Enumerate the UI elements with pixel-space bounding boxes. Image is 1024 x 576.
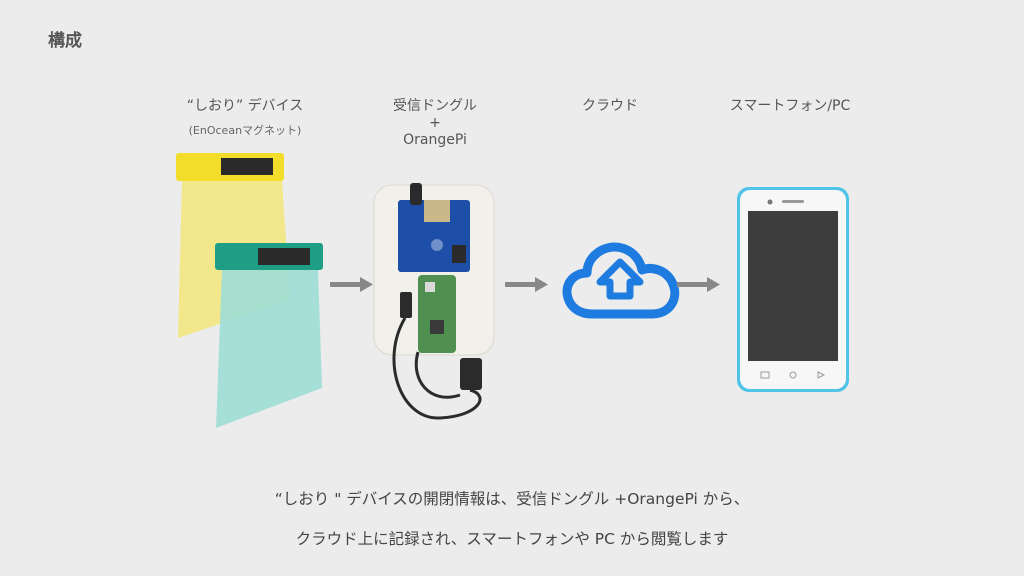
device-label-group: “しおり” デバイス (EnOceanマグネット): [150, 98, 340, 139]
phone-label: スマートフォン/PC: [729, 98, 851, 114]
slide-title: 構成: [48, 31, 82, 51]
dongle-label-group: 受信ドングル + OrangePi: [365, 98, 505, 149]
device-label: “しおり” デバイス: [186, 98, 304, 114]
green-bookmark-device: [215, 243, 323, 428]
right-arrow-icon: [330, 277, 373, 292]
right-arrow-icon: [505, 277, 548, 292]
dongle-label-line1: 受信ドングル: [393, 98, 477, 114]
caption-line2: クラウド上に記録され、スマートフォンや PC から閲覧します: [295, 530, 729, 548]
cloud-upload-icon: [562, 242, 680, 319]
right-arrow-icon: [677, 277, 720, 292]
smartphone-device: [737, 187, 849, 392]
dongle-label-line2: +: [429, 115, 441, 131]
dongle-orangepi-device: [373, 183, 495, 420]
cloud-label: クラウド: [582, 98, 638, 114]
device-sublabel: (EnOceanマグネット): [188, 124, 302, 137]
caption-line1: “しおり " デバイスの開閉情報は、受信ドングル +OrangePi から、: [274, 490, 750, 508]
dongle-label-line3: OrangePi: [403, 132, 467, 148]
